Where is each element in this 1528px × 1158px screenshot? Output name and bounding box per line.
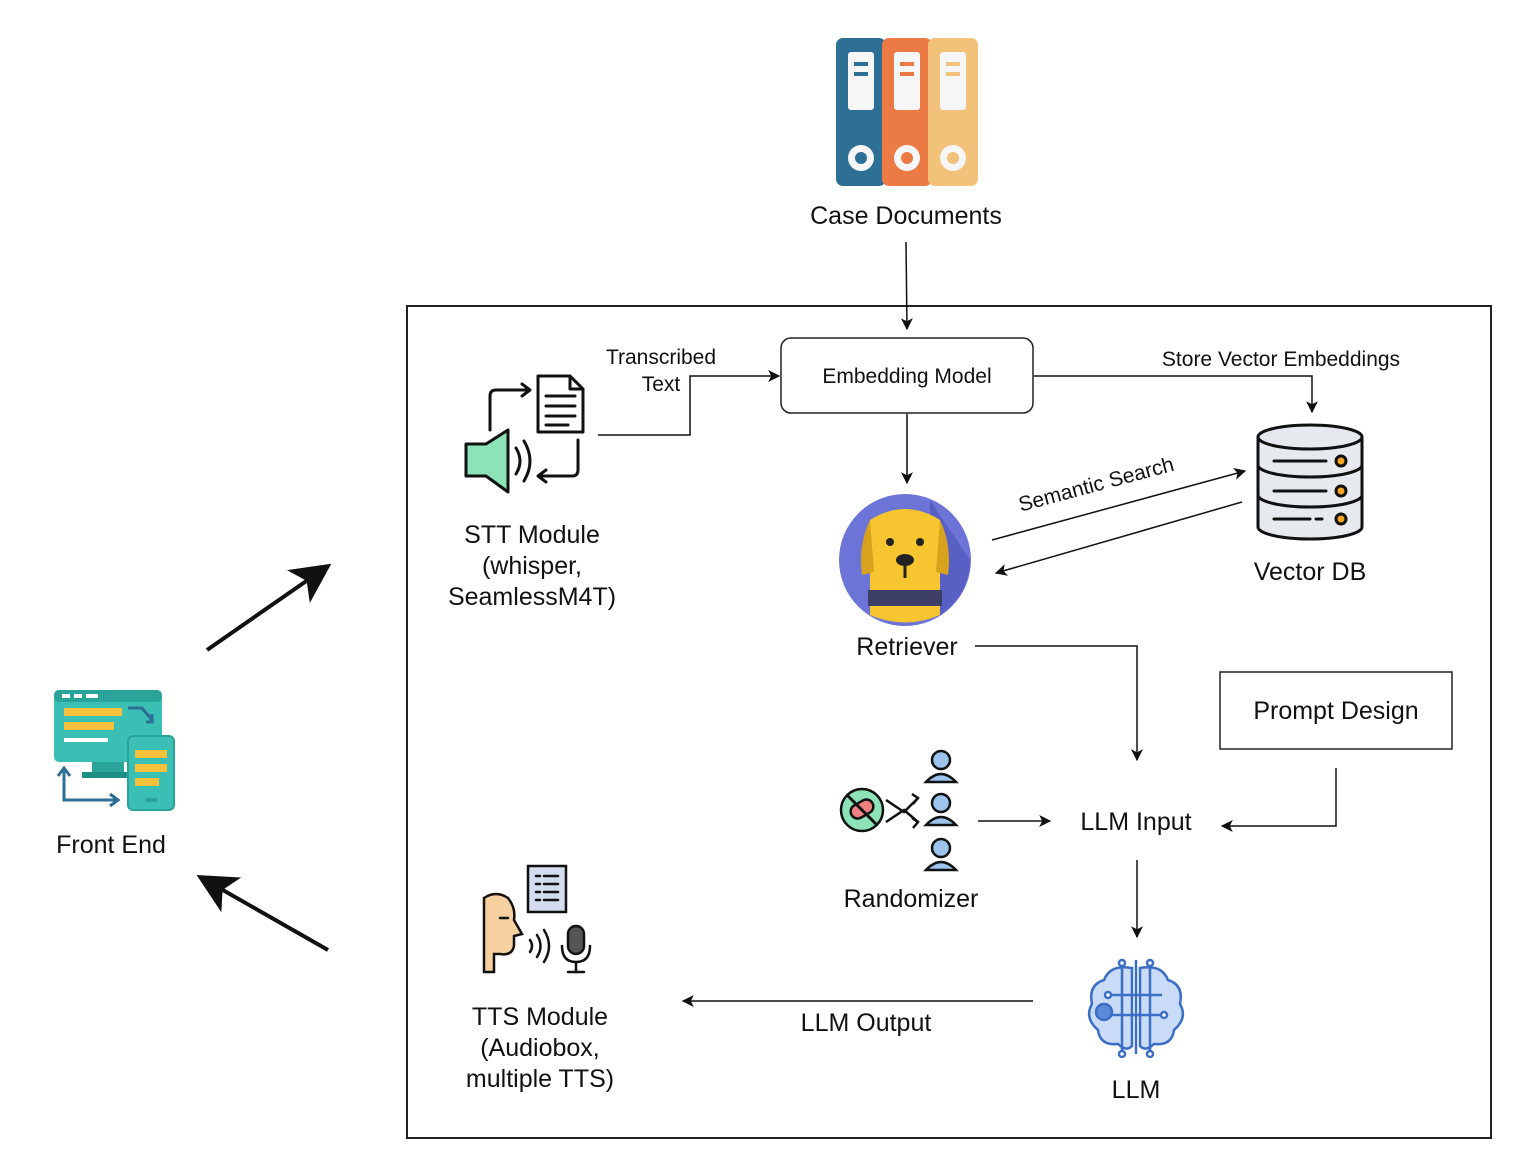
docs-to-embedding-arrow [900,241,913,331]
prompt-design-box [1219,671,1453,750]
randomizer-label: Randomizer [844,885,979,913]
retriever-dog-icon [839,494,971,626]
stt-label-line1: STT Module [464,521,600,549]
stt-label-line2: (whisper, [482,552,582,580]
randomizer-icon [839,749,959,872]
prompt-to-llminput-arrow [1220,768,1337,832]
frontend-to-system-arrow [205,563,332,652]
retriever-to-llminput-arrow [975,645,1143,762]
retriever-label: Retriever [856,633,957,661]
llm-input-label: LLM Input [1080,808,1191,836]
embedding-model-box [780,337,1034,414]
binders-icon [836,38,978,186]
devices-icon [54,690,175,811]
stt-label-line3: SeamlessM4T) [448,583,616,611]
front-end-label: Front End [56,831,166,859]
tts-label-line1: TTS Module [472,1003,608,1031]
prompt-design-label: Prompt Design [1253,697,1418,725]
llm-label: LLM [1112,1076,1161,1104]
brain-circuit-icon [1087,958,1185,1059]
vector-db-label: Vector DB [1254,558,1367,586]
speech-to-text-icon [464,374,585,494]
text-to-speech-icon [482,864,592,974]
database-icon [1256,423,1364,541]
store-vectors-label: Store Vector Embeddings [1162,348,1400,371]
vectordb-to-retriever-arrow [994,501,1243,576]
system-to-frontend-arrow [196,875,329,952]
embedding-model-label: Embedding Model [822,365,991,388]
retriever-to-vectordb-arrow [991,468,1247,541]
stt-to-embedding-arrow [598,370,781,436]
tts-label-line2: (Audiobox, [480,1034,600,1062]
transcribed-label-line2: Text [642,373,681,396]
system-frame [406,305,1492,1139]
embedding-to-vectordb-arrow [1034,375,1318,414]
transcribed-label-line1: Transcribed [606,346,716,369]
tts-label-line3: multiple TTS) [466,1065,614,1093]
semantic-search-label: Semantic Search [1016,453,1176,517]
case-documents-label: Case Documents [810,202,1002,230]
llm-output-label: LLM Output [801,1009,932,1037]
